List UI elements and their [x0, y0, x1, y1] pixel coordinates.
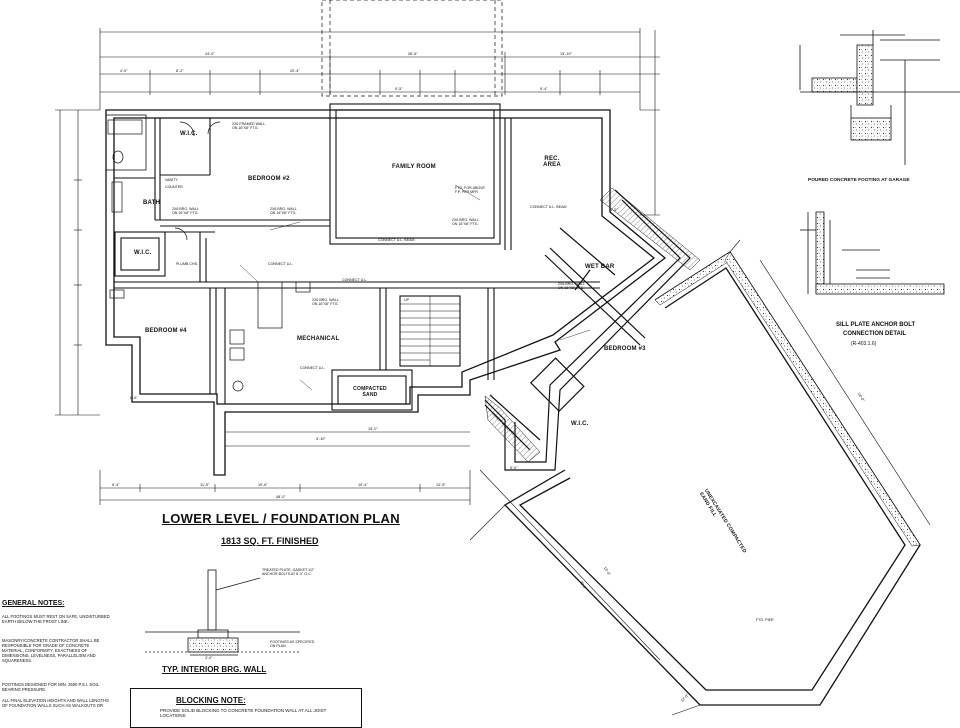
note-fp-ftg: FTG. FOR ABOVE F.P. PER MFR.: [455, 186, 485, 195]
note-bearing-wall-e: 2X6 BRG. WALL ON 16"X8" FTG.: [558, 282, 585, 291]
general-note-item: FOOTINGS DESIGNED FOR MIN. 2500 P.S.I. S…: [2, 682, 99, 692]
general-note-item: ALL FOOTINGS MUST REST ON SAFE, UNDISTUR…: [2, 614, 110, 624]
top-dimension-lines: [99, 28, 660, 110]
note-bearing-wall-c: 2X6 BRG. WALL ON 16"X8" FTG.: [452, 218, 479, 227]
detail-title-sill-plate-1: SILL PLATE ANCHOR BOLT: [836, 322, 916, 328]
detail-title-garage-footing: POURED CONCRETE FOOTING AT GARAGE: [808, 178, 910, 183]
general-note-item: ALL FINAL ELEVATION HEIGHTS AND WALL LEN…: [2, 698, 109, 708]
angled-footing-hatch: [484, 187, 701, 463]
dim-row-a: 4'-0": [120, 69, 128, 73]
interior-wall-detail: [145, 569, 300, 656]
dim-row-k: 12'-5": [436, 483, 446, 487]
note-bearing-wall-a: 2X6 BRG. WALL ON 16"X8" FTG.: [172, 207, 199, 216]
dim-row-c: 20'-4": [290, 69, 300, 73]
note-connect-ul-d: CONNECT U.L.: [342, 278, 368, 282]
bottom-dimension-lines: [99, 431, 471, 505]
dim-top-mid: 26'-6": [408, 52, 418, 56]
right-dimension-lines: [640, 30, 660, 216]
note-connect-ul-c: CONNECT U.L.: [268, 262, 294, 266]
dim-top-right: 13'-10": [560, 52, 572, 56]
garage-footprint: [503, 251, 921, 706]
dim-row-h: 10'-4": [358, 483, 368, 487]
room-label-wic-3: W.I.C.: [571, 421, 589, 427]
dim-row-e: 9'-4": [540, 87, 548, 91]
blocking-note-text: PROVIDE SOLID BLOCKING TO CONCRETE FOUND…: [160, 708, 327, 718]
dim-row-f: 11'-9": [200, 483, 210, 487]
room-label-wet-bar: WET BAR: [585, 264, 615, 270]
deck-projection: [321, 0, 503, 97]
note-bearing-wall-b: 2X6 BRG. WALL ON 16"X8" FTG.: [270, 207, 297, 216]
dim-row-m: 3'-10": [316, 437, 326, 441]
note-connect-ul-b: CONNECT U.L. BEAM: [530, 205, 567, 209]
dim-top-left: 24'-0": [205, 52, 215, 56]
room-label-bedroom-3: BEDROOM #3: [604, 346, 646, 352]
left-dimension-lines: [55, 109, 100, 416]
note-framed-wall: 2X6 FRAMED WALL ON 16"X8" FTG.: [232, 122, 266, 131]
interior-walls: [105, 103, 600, 411]
room-label-wic-1: W.I.C.: [180, 131, 198, 137]
dim-diag-f: 5'-0": [510, 466, 518, 470]
general-note-item: MASONRY/CONCRETE CONTRACTOR SHALL BE RES…: [2, 638, 100, 663]
general-notes-heading: GENERAL NOTES:: [2, 600, 65, 607]
room-label-bath: BATH: [143, 200, 161, 206]
note-ftg-pier: FTG. PIER: [756, 618, 774, 622]
detail-title-interior-wall: TYP. INTERIOR BRG. WALL: [162, 665, 267, 674]
dim-row-g: 10'-6": [258, 483, 268, 487]
mechanical-equipment: [109, 281, 311, 392]
dim-diag-e: 4'-0": [610, 208, 618, 212]
garage-footing-detail: [799, 30, 960, 165]
garage-footing-strip: [654, 251, 921, 547]
detail-note-interior-2: FOOTINGS AS SPECIFIED ON PLAN: [270, 640, 315, 649]
room-label-mechanical: MECHANICAL: [297, 336, 340, 342]
room-label-compacted-sand: COMPACTED SAND: [353, 386, 387, 398]
room-label-bedroom-4: BEDROOM #4: [145, 328, 187, 334]
dim-row-d: 9'-5": [395, 87, 403, 91]
room-label-bedroom-2: BEDROOM #2: [248, 176, 290, 182]
note-vanity: VANITY: [165, 178, 178, 182]
note-bearing-wall-d: 2X6 BRG. WALL ON 16"X8" FTG.: [312, 298, 339, 307]
sill-plate-detail: [800, 211, 945, 295]
note-stair-up: UP: [404, 298, 409, 302]
leader-lines: [239, 184, 591, 391]
stair-treads: [400, 296, 460, 366]
room-label-wic-2: W.I.C.: [134, 250, 152, 256]
note-plumb-chase: PLUMB CHS.: [176, 262, 198, 266]
detail-title-sill-plate-2: CONNECTION DETAIL: [843, 331, 907, 337]
note-counter: COUNTER: [165, 185, 183, 189]
garage-dimension-lines: [469, 239, 931, 716]
room-label-rec-area: REC. AREA: [543, 156, 561, 168]
blocking-note-title: BLOCKING NOTE:: [176, 696, 246, 705]
detail-note-interior: TREATED PLATE, GASKET 1/2" ANCHOR BOLTS …: [262, 568, 315, 577]
dim-row-b: 8'-2": [176, 69, 184, 73]
dim-row-i: 15'-0": [368, 427, 378, 431]
detail-title-sill-plate-3: (R-403.1.6): [851, 341, 877, 347]
plan-subtitle: 1813 SQ. FT. FINISHED: [221, 536, 319, 546]
dim-row-l: 6'-0": [130, 396, 138, 400]
note-connect-ul-e: CONNECT U.L.: [300, 366, 326, 370]
foundation-walls: [105, 109, 667, 476]
detail-dim-interior: 3'-4": [205, 656, 213, 660]
dim-overall-bottom: 48'-0": [276, 495, 286, 499]
dim-row-j: 5'-4": [112, 483, 120, 487]
bath-fixtures: [107, 119, 221, 241]
plan-title: LOWER LEVEL / FOUNDATION PLAN: [162, 511, 400, 526]
room-label-family-room: FAMILY ROOM: [392, 164, 436, 170]
note-connect-ul-a: CONNECT U.L. BEAM: [378, 238, 415, 242]
